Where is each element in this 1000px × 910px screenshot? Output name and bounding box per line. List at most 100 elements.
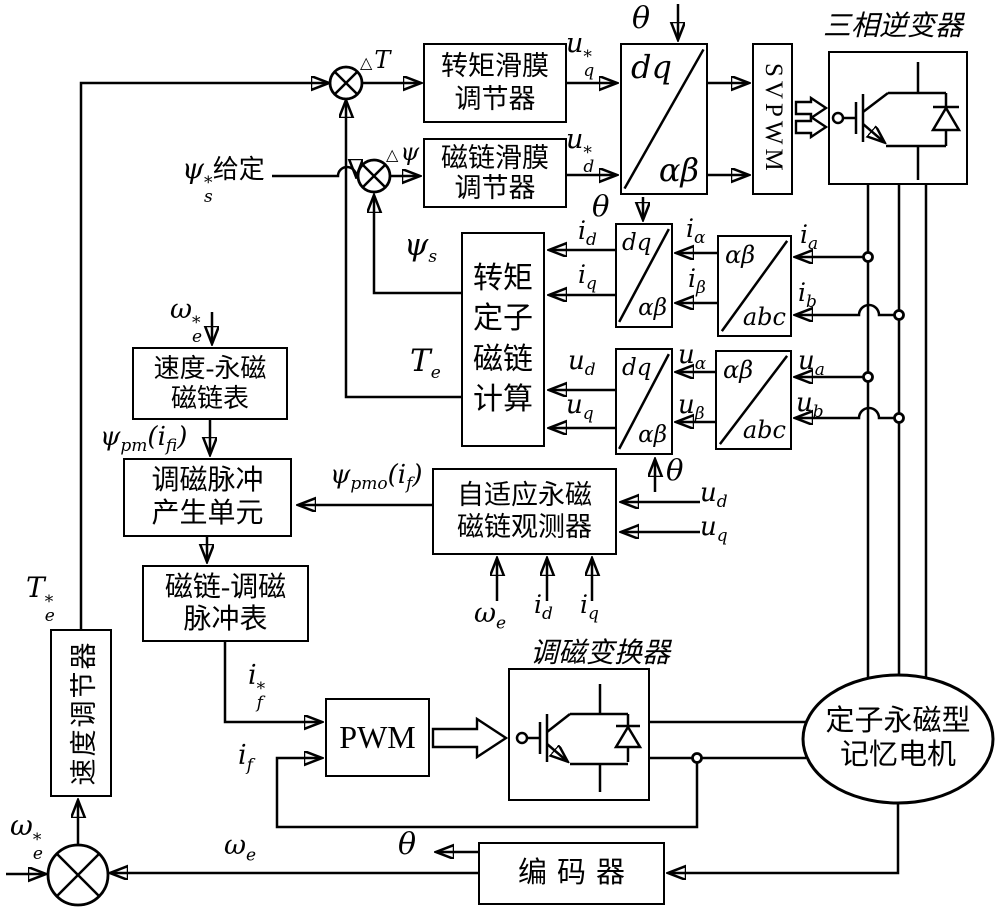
block-text: 磁链-调磁 bbox=[164, 572, 287, 604]
motor-label-line: 定子永磁型 bbox=[825, 705, 971, 737]
block-encoder: 编码器 bbox=[478, 842, 665, 905]
motor-label-line: 记忆电机 bbox=[839, 739, 956, 772]
abc-label: abc bbox=[742, 302, 786, 331]
abc-label: abc bbox=[742, 415, 786, 444]
block-three-phase-inverter bbox=[828, 51, 968, 185]
label-text: i bbox=[238, 740, 247, 771]
label-text: i bbox=[248, 660, 257, 691]
label-text: u bbox=[796, 388, 813, 418]
label-psi-pm: ψpm(ifi) bbox=[100, 424, 187, 455]
label-omega-e-star-table: ω*e bbox=[170, 294, 202, 346]
label-iq-observer: iq bbox=[580, 592, 599, 623]
sub: e bbox=[44, 606, 55, 627]
label-text: ω bbox=[170, 294, 193, 325]
label-ua: ua bbox=[798, 348, 825, 379]
sub: d bbox=[542, 604, 553, 624]
label-uq-observer: uq bbox=[700, 514, 728, 545]
sub: b bbox=[812, 402, 824, 423]
sub: q bbox=[586, 274, 597, 294]
block-text: 计算 bbox=[473, 383, 533, 416]
bus-arrows bbox=[431, 95, 829, 760]
sub: a bbox=[808, 234, 819, 254]
sub: pm bbox=[120, 436, 148, 457]
label-uq-star: u*q bbox=[566, 28, 594, 80]
given-text: 给定 bbox=[212, 155, 265, 184]
motor-ellipse bbox=[801, 673, 995, 805]
block-adaptive-pm-flux-observer: 自适应永磁 磁链观测器 bbox=[432, 468, 617, 555]
label-text: u bbox=[566, 390, 583, 420]
transform-diagonal bbox=[617, 225, 671, 326]
sub: f bbox=[256, 693, 263, 714]
sup: * bbox=[583, 143, 592, 163]
label-i-beta: iβ bbox=[688, 266, 706, 297]
label-ud-star: u*d bbox=[566, 126, 594, 176]
block-flux-pulse-table: 磁链-调磁 脉冲表 bbox=[142, 565, 309, 642]
label-text: u bbox=[700, 478, 717, 508]
alphabeta-label: αβ bbox=[638, 294, 667, 321]
sup: * bbox=[44, 592, 54, 612]
block-flux-adjust-pulse-generation-unit: 调磁脉冲 产生单元 bbox=[123, 458, 292, 537]
transform-diagonal bbox=[617, 350, 671, 453]
block-torque-stator-flux-calculation: 转矩 定子 磁链 计算 bbox=[461, 232, 545, 447]
block-ab-abc-transform-voltage: αβ abc bbox=[715, 350, 792, 450]
block-dq-ab-transform-current: dq αβ bbox=[615, 223, 673, 328]
label-id-observer: id bbox=[534, 592, 553, 623]
delta-symbol: △ bbox=[386, 145, 399, 164]
svpwm-label: SVPWM bbox=[759, 63, 787, 175]
paren: ) bbox=[177, 422, 188, 452]
label-text: u bbox=[568, 346, 585, 376]
label-text: ψ bbox=[100, 422, 121, 452]
encoder-label: 编码器 bbox=[517, 856, 635, 889]
label-psi-pmo: ψpmo(if) bbox=[330, 462, 423, 493]
alphabeta-label: αβ bbox=[638, 421, 667, 448]
block-text: 转矩滑膜 bbox=[441, 51, 549, 82]
dq-label: dq bbox=[622, 230, 652, 256]
label-text: T bbox=[26, 571, 45, 604]
block-text: 磁链观测器 bbox=[457, 511, 592, 542]
label-psi-s: ψs bbox=[404, 230, 437, 266]
sub: b bbox=[806, 292, 817, 312]
label-theta-top: θ bbox=[632, 1, 651, 36]
block-text: 定子 bbox=[473, 302, 533, 335]
label-text: i bbox=[688, 264, 696, 293]
label-u-beta: uβ bbox=[678, 392, 705, 423]
block-text: 磁链滑膜 bbox=[441, 142, 549, 173]
transform-diagonal bbox=[622, 45, 706, 193]
alphabeta-label: αβ bbox=[723, 356, 754, 384]
paren: ) bbox=[412, 460, 423, 490]
block-torque-sliding-mode-regulator: 转矩滑膜 调节器 bbox=[423, 43, 567, 123]
motor-label: 定子永磁型 记忆电机 bbox=[810, 704, 986, 772]
sub: q bbox=[582, 404, 594, 425]
label-text: i bbox=[397, 460, 407, 490]
label-id: id bbox=[578, 218, 597, 249]
label-i-alpha: iα bbox=[686, 216, 705, 247]
sup: * bbox=[256, 679, 266, 699]
speed-regulator-label: 速度调节器 bbox=[68, 640, 99, 786]
block-text: 调节器 bbox=[454, 84, 536, 114]
label-text: i bbox=[157, 422, 166, 452]
block-text: 脉冲表 bbox=[183, 603, 268, 635]
alphabeta-label: αβ bbox=[658, 150, 699, 189]
block-flux-adjust-converter bbox=[508, 668, 650, 801]
label-text: u bbox=[798, 346, 815, 376]
paren: ( bbox=[387, 460, 398, 490]
label-text: ψ bbox=[404, 227, 429, 263]
dq-label: dq bbox=[622, 355, 652, 381]
label-text: u bbox=[566, 28, 584, 59]
summing-junctions bbox=[46, 65, 392, 907]
label-theta-current-dq: θ bbox=[592, 189, 610, 223]
label-uq: uq bbox=[566, 392, 594, 423]
block-speed-regulator bbox=[50, 629, 112, 797]
transform-diagonal bbox=[719, 237, 790, 335]
label-omega-e-feedback: ωe bbox=[224, 832, 256, 864]
block-text: 转矩 bbox=[473, 261, 533, 295]
label-ub: ub bbox=[796, 390, 824, 421]
sub: s bbox=[428, 247, 438, 268]
sub: fi bbox=[165, 436, 178, 457]
paren: ( bbox=[147, 422, 158, 452]
sub: α bbox=[694, 354, 707, 375]
sub: e bbox=[246, 845, 257, 866]
label-u-alpha: uα bbox=[678, 342, 706, 373]
